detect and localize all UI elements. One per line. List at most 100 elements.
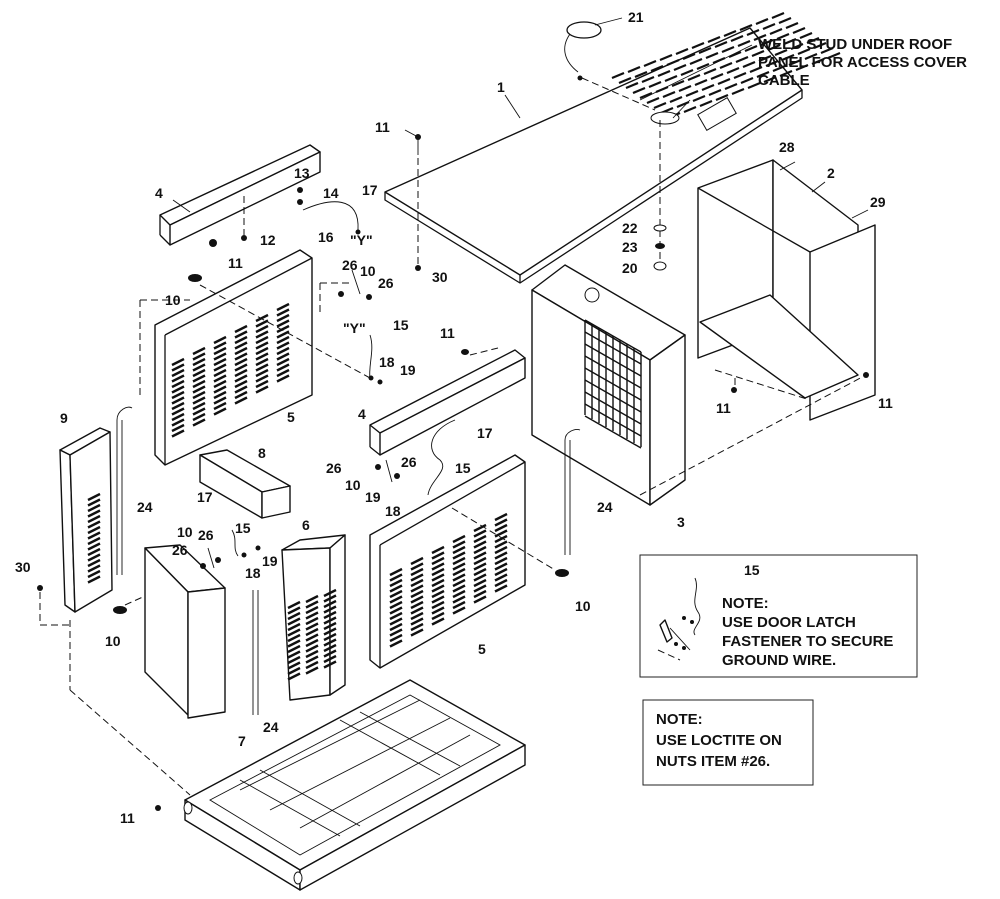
latch-hardware-2 (375, 419, 456, 496)
note-box-1-text: 15 NOTE: USE DOOR LATCH FASTENER TO SECU… (722, 562, 893, 669)
door-louver-slot (87, 520, 101, 529)
roof-louver-slot (694, 78, 708, 87)
callout-21: 21 (628, 9, 644, 25)
callout-10: 10 (165, 292, 181, 308)
door-louver-slot (431, 562, 445, 571)
callout-26: 26 (198, 527, 214, 543)
grille-bar (584, 367, 642, 401)
door-louver-slot (192, 412, 206, 422)
roof-louver-slot (657, 69, 671, 78)
door-louver-slot (305, 644, 319, 653)
door-louver-slot (287, 672, 301, 681)
roof-louver-slot (756, 70, 770, 79)
door-louver-slot (389, 622, 403, 632)
callout-9: 9 (60, 410, 68, 426)
door-louver-slot (431, 578, 445, 588)
door-louver-slot (494, 534, 508, 544)
door-louver-slot (494, 529, 508, 538)
roof-louver-slot (643, 59, 657, 68)
door-louver-slot (87, 575, 101, 584)
door-louver-slot (494, 523, 508, 533)
door-louver-slot (323, 627, 337, 636)
door-louver-slot (389, 639, 403, 648)
callout-18: 18 (379, 354, 395, 370)
door-louver-slot (171, 412, 185, 422)
door-louver-slot (323, 588, 337, 598)
roof-louver-slot (664, 74, 678, 83)
door-louver-slot (473, 584, 487, 593)
roof-louver-slot (747, 81, 761, 90)
door-louver-slot (323, 632, 337, 642)
callout-15: 15 (455, 460, 471, 476)
roof-louver-slot (653, 101, 667, 110)
callout-17: 17 (362, 182, 378, 198)
door-louver-slot (389, 611, 403, 621)
door-louver-slot (287, 606, 301, 615)
door-louver-slot (431, 573, 445, 582)
roof-louver-slot (701, 83, 715, 92)
door-right (369, 454, 569, 669)
roof-louver-slot (721, 45, 735, 54)
roof-louver-slot (753, 33, 767, 42)
door-louver-slot (255, 324, 269, 334)
door-louver-slot (287, 644, 301, 654)
roof-louver-slot (648, 80, 662, 89)
callout-11: 11 (120, 810, 135, 826)
door-louver-slot (234, 341, 248, 350)
door-louver-slot (192, 390, 206, 400)
door-louver-slot (287, 628, 301, 637)
door-louver-slot (287, 617, 301, 626)
door-louver-slot (305, 655, 319, 664)
door-louver-slot (87, 514, 101, 524)
bar-8 (199, 449, 291, 519)
roof-louver-slot (827, 51, 841, 60)
roof-louver-slot (792, 26, 806, 35)
roof-louver-slot (715, 93, 729, 102)
roof-louver-slot (719, 61, 733, 70)
door-louver-slot (323, 660, 337, 669)
door-louver-slot (255, 335, 269, 345)
door-louver-slot (431, 551, 445, 560)
roof-louver-slot (646, 96, 660, 105)
door-louver-slot (234, 368, 248, 378)
roof-louver-slot (728, 50, 742, 59)
callout-11: 11 (440, 325, 455, 341)
callout-y: "Y" (343, 320, 366, 336)
door-louver-slot (171, 379, 185, 389)
door-louver-slot (305, 666, 319, 675)
door-louver-slot (171, 357, 185, 367)
door-louver-slot (305, 627, 319, 637)
roof-louver-slot (772, 64, 786, 73)
door-louver-slot (192, 352, 206, 361)
door-louver-slot (87, 558, 101, 568)
corner-post-9 (59, 427, 191, 796)
door-louver-slot (473, 529, 487, 538)
callout-5: 5 (287, 409, 295, 425)
callout-3: 3 (677, 514, 685, 530)
door-louver-slot (473, 578, 487, 588)
door-louver-slot (389, 595, 403, 604)
roof-louver-slot (710, 72, 724, 81)
roof-louver-slot (749, 65, 763, 74)
callout-12: 12 (260, 232, 276, 248)
door-louver-slot (213, 368, 227, 378)
roof-louver-slot (755, 17, 769, 26)
door-louver-slot (494, 556, 508, 566)
callout-16: 16 (318, 229, 334, 245)
callout-17: 17 (197, 489, 213, 505)
callout-26: 26 (342, 257, 358, 273)
door-louver-slot (452, 595, 466, 604)
callout-26: 26 (401, 454, 417, 470)
door-louver-slot (389, 584, 403, 593)
door-louver-slot (87, 498, 101, 507)
door-louver-slot (494, 584, 508, 593)
callout-18: 18 (245, 565, 261, 581)
door-louver-slot (494, 551, 508, 560)
door-louver-slot (234, 385, 248, 394)
door-louver-slot (431, 556, 445, 566)
door-louver-slot (87, 509, 101, 518)
top-rail-middle (369, 347, 526, 456)
roof-louver-slot (744, 44, 758, 53)
door-louver-slot (473, 595, 487, 604)
roof-louver-slot (611, 71, 625, 80)
